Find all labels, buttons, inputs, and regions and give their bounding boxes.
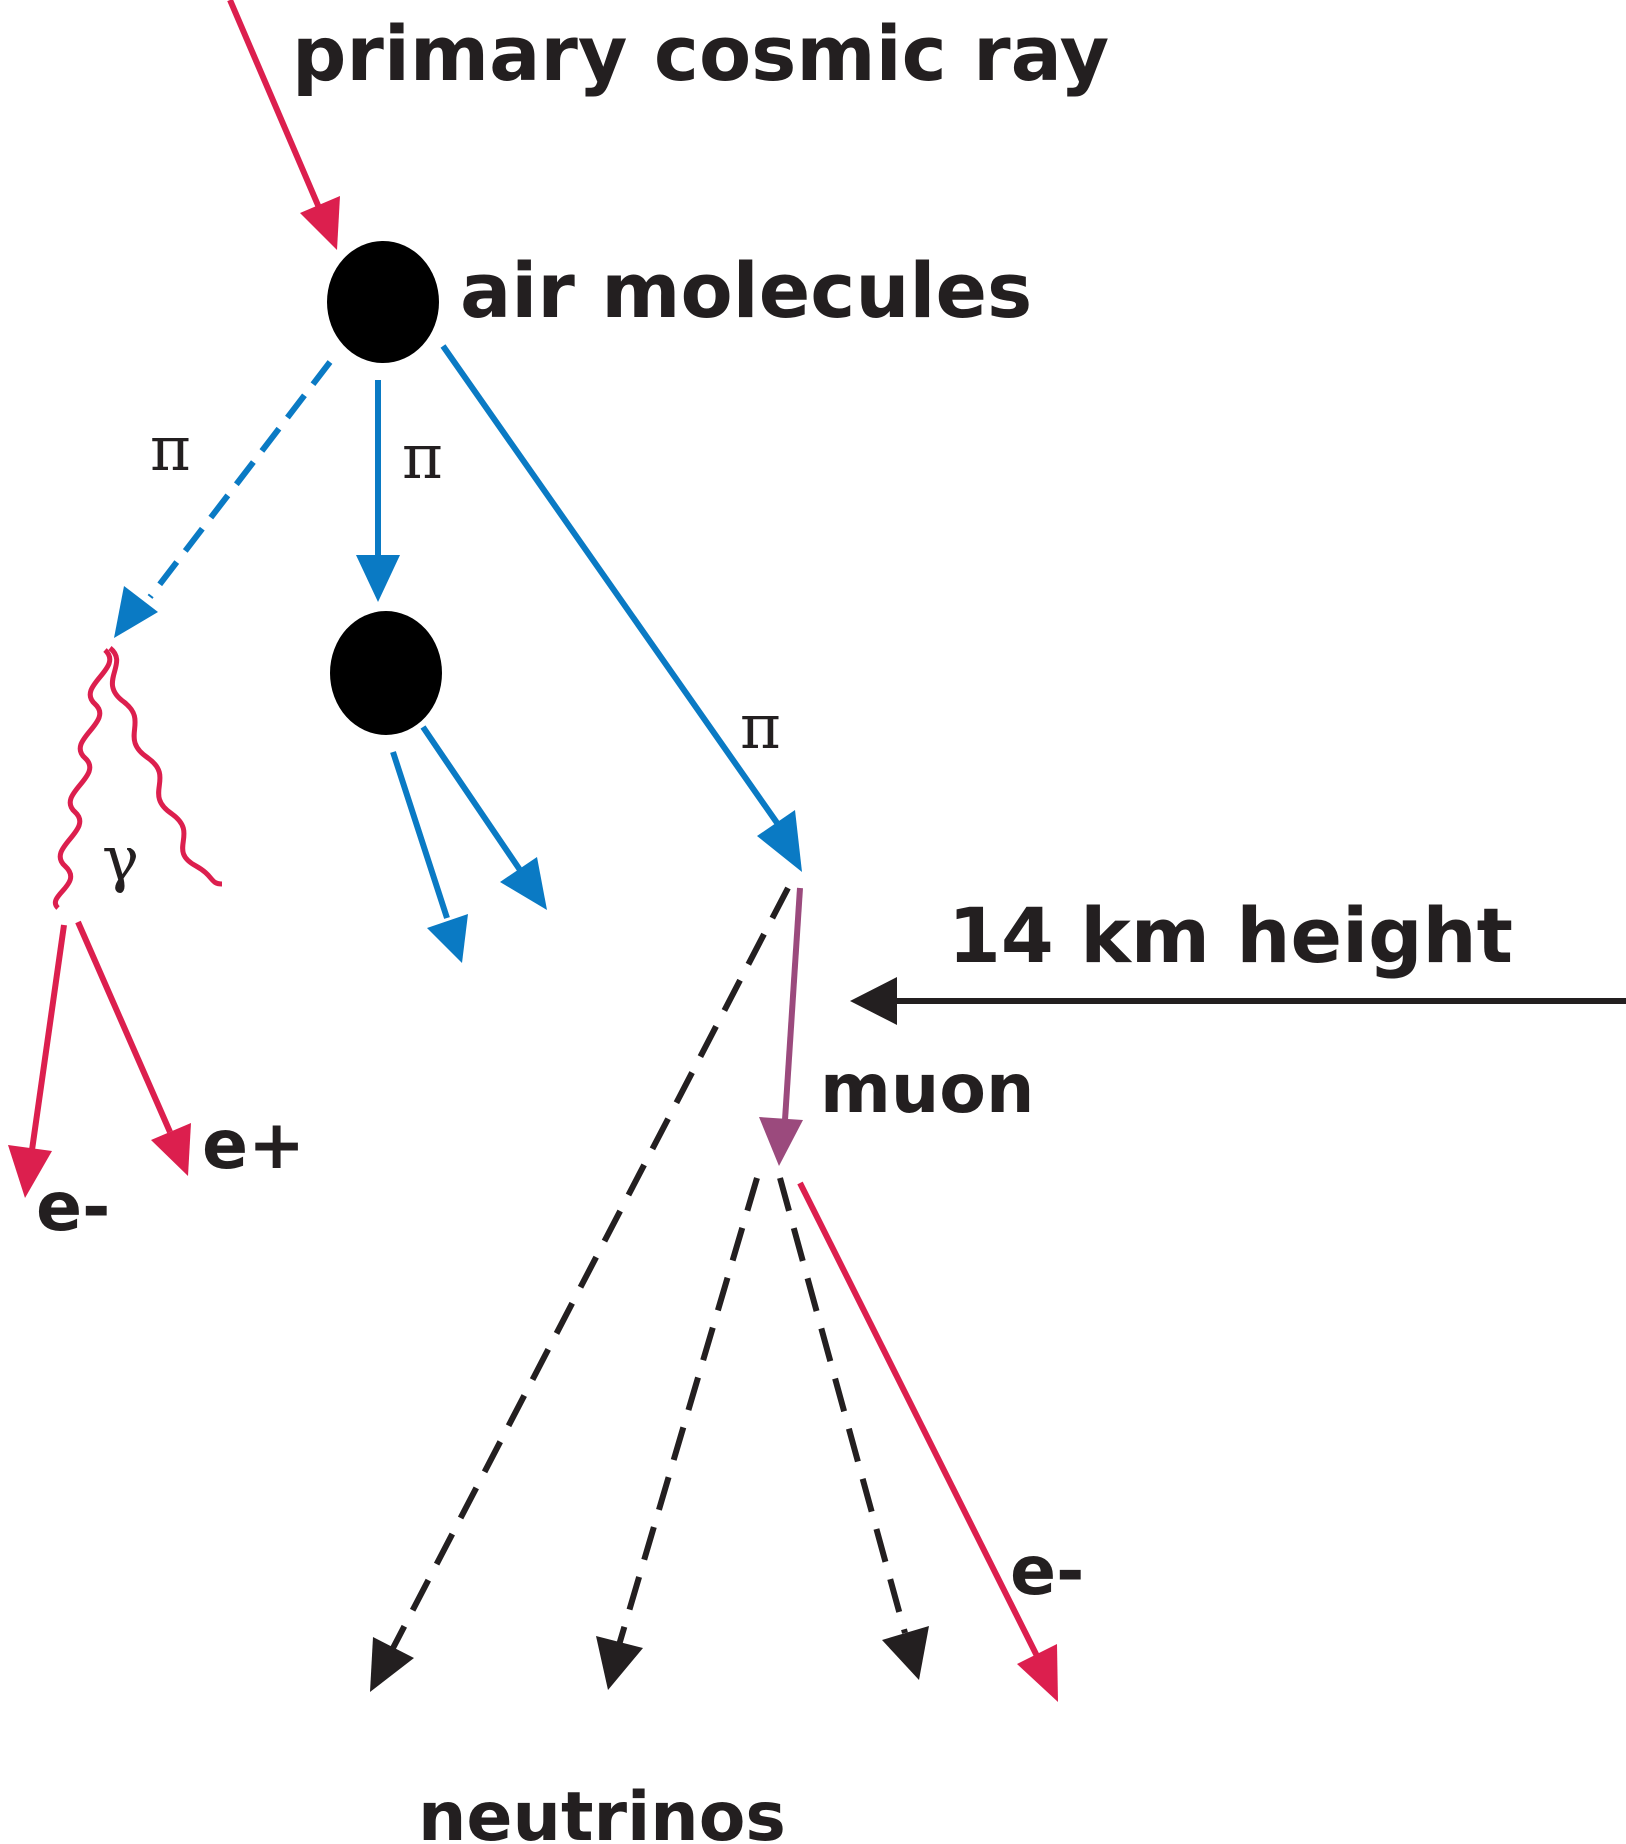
electron-arrow-right	[797, 1181, 1058, 1702]
muon-arrow	[759, 887, 803, 1166]
primary-ray-arrow	[227, 0, 340, 250]
electron-arrow-left	[8, 924, 67, 1198]
positron-label: e+	[202, 1106, 305, 1185]
gamma-label: γ	[102, 822, 139, 895]
secondary-arrow-right	[420, 725, 547, 910]
positron-arrow	[75, 920, 191, 1176]
pion-middle-arrow	[356, 380, 400, 602]
pion-left-label: π	[150, 412, 191, 485]
air-molecules-label: air molecules	[460, 246, 1032, 335]
pion-right-label: π	[740, 690, 781, 763]
air-molecule-middle	[330, 611, 442, 735]
air-molecule-top	[327, 241, 439, 363]
neutrino-arrow-1	[370, 886, 791, 1692]
secondary-arrow-left	[390, 751, 468, 963]
height-label: 14 km height	[948, 891, 1513, 980]
gamma-wave-right	[108, 646, 223, 887]
pion-left-arrow	[114, 360, 333, 638]
pion-middle-label: π	[402, 420, 443, 493]
neutrinos-label: neutrinos	[418, 1778, 786, 1844]
pion-right-arrow	[440, 344, 802, 872]
electron-right-label: e-	[1010, 1532, 1084, 1611]
neutrino-arrow-3	[777, 1177, 929, 1680]
muon-label: muon	[820, 1050, 1034, 1129]
primary-cosmic-ray-label: primary cosmic ray	[292, 9, 1109, 98]
electron-left-label: e-	[36, 1168, 110, 1247]
gamma-wave-left	[53, 648, 113, 910]
neutrino-arrow-2	[596, 1177, 760, 1690]
height-arrow	[850, 977, 1626, 1025]
